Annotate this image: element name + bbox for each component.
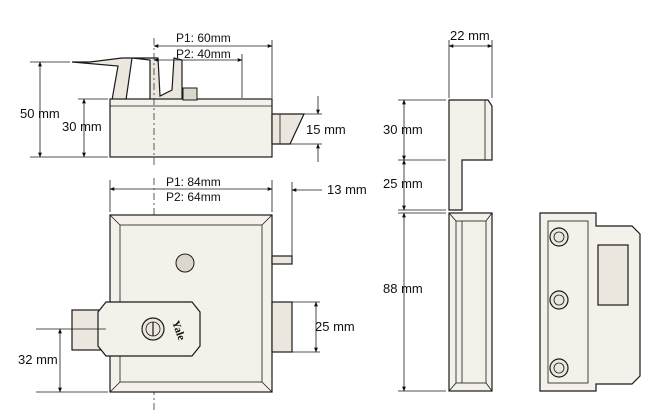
front-view: P1: 84mm P2: 64mm 13 mm 25 mm Yale xyxy=(18,175,367,410)
latch-handle xyxy=(71,57,183,101)
side-height-label: 88 mm xyxy=(383,281,423,296)
spindle xyxy=(271,255,293,265)
screw-hole xyxy=(175,253,195,273)
side-upper-label: 30 mm xyxy=(383,122,423,137)
staple-screw-3 xyxy=(549,358,569,378)
side-depth-label: 22 mm xyxy=(450,28,490,43)
latch-side-top xyxy=(448,99,493,211)
top-bolt-height-label: 15 mm xyxy=(306,122,346,137)
top-p2-label: P2: 40mm xyxy=(176,47,231,61)
staple-recess xyxy=(597,244,629,306)
top-height-body-label: 30 mm xyxy=(62,119,102,134)
front-cylinder-offset-label: 32 mm xyxy=(18,352,58,367)
lock-case-side xyxy=(448,212,493,392)
front-bolt-width-label: 25 mm xyxy=(315,319,355,334)
body-knob xyxy=(182,87,198,101)
front-offset-label: 13 mm xyxy=(327,182,367,197)
top-view: P1: 60mm P2: 40mm 50 mm 30 mm 15 mm xyxy=(20,31,346,168)
staple-keep xyxy=(539,212,641,392)
latch-body-top xyxy=(109,98,273,158)
front-p2-label: P2: 64mm xyxy=(166,190,221,204)
top-height-total-label: 50 mm xyxy=(20,106,60,121)
latch-bolt-top xyxy=(271,113,305,145)
latch-bolt-front xyxy=(271,301,293,353)
front-p1-label: P1: 84mm xyxy=(166,175,221,189)
side-view: 22 mm 30 mm 25 mm 88 mm xyxy=(383,28,493,392)
staple-screw-2 xyxy=(549,290,569,310)
side-step-label: 25 mm xyxy=(383,176,423,191)
top-p1-label: P1: 60mm xyxy=(176,31,231,45)
staple-screw-1 xyxy=(549,227,569,247)
